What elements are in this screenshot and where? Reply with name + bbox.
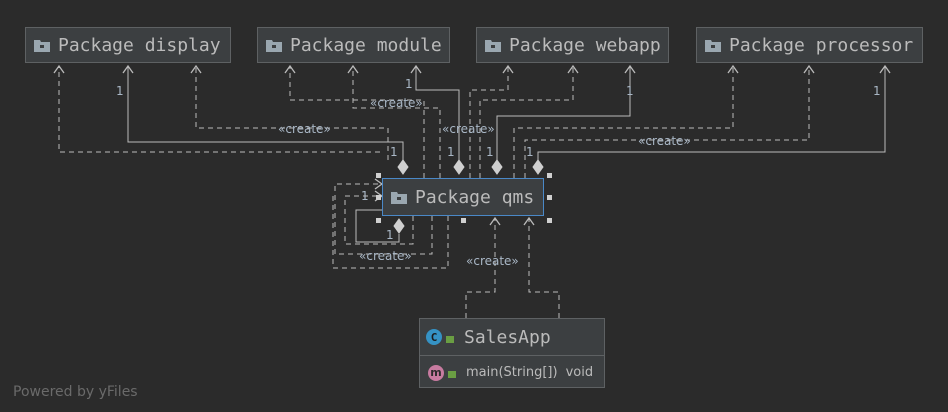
method-return-type: void	[565, 365, 594, 380]
edge-qms-display-create-2	[195, 66, 389, 160]
arrowhead	[523, 216, 535, 226]
package-module-node[interactable]: Package module	[257, 27, 450, 63]
edge-qms-module-create	[289, 66, 425, 178]
package-webapp-label: Package webapp	[509, 34, 661, 56]
edge-label-create: «create»	[466, 254, 519, 268]
package-qms-label: Package qms	[415, 186, 535, 208]
multiplicity-label: 1	[405, 77, 413, 91]
method-icon: m	[428, 364, 444, 381]
edge-qms-module-assoc	[415, 66, 460, 166]
arrowhead	[879, 64, 891, 74]
folder-icon	[705, 39, 721, 52]
selection-handle[interactable]	[376, 195, 381, 200]
arrowhead	[489, 216, 501, 226]
selection-handle[interactable]	[376, 218, 381, 223]
arrowhead	[347, 64, 359, 74]
arrowhead	[803, 64, 815, 74]
multiplicity-label: 1	[361, 189, 369, 203]
multiplicity-label: 1	[390, 145, 398, 159]
edge-label-create: «create»	[638, 134, 691, 148]
self-loop-create-inner	[344, 195, 414, 245]
edge-qms-webapp-create	[469, 66, 509, 178]
edge-qms-display-assoc	[127, 66, 404, 166]
arrowhead	[53, 64, 65, 74]
package-processor-node[interactable]: Package processor	[696, 27, 923, 63]
salesapp-class-name: SalesApp	[464, 326, 551, 348]
selection-handle[interactable]	[547, 218, 552, 223]
package-display-label: Package display	[58, 34, 221, 56]
selection-handle[interactable]	[547, 195, 552, 200]
composition-diamond	[397, 159, 409, 175]
edge-label-create: «create»	[442, 122, 495, 136]
multiplicity-label: 1	[486, 145, 494, 159]
class-icon: C	[426, 329, 442, 345]
package-webapp-node[interactable]: Package webapp	[476, 27, 669, 63]
composition-diamond	[491, 159, 503, 175]
folder-icon	[391, 191, 407, 204]
lock-icon	[448, 371, 456, 378]
multiplicity-label: 1	[116, 84, 124, 98]
salesapp-class-node[interactable]: C SalesApp m main(String[]) void	[419, 318, 605, 388]
folder-icon	[485, 39, 501, 52]
multiplicity-label: 1	[447, 145, 455, 159]
edge-salesapp-qms-create-2	[528, 218, 560, 318]
self-loop-assoc	[355, 209, 400, 243]
arrowhead	[624, 64, 636, 74]
multiplicity-label: 1	[626, 84, 634, 98]
edge-label-create: «create»	[278, 122, 331, 136]
edge-qms-webapp-create-2	[479, 66, 574, 178]
self-loop-create-outer	[334, 183, 433, 255]
edge-qms-processor-assoc	[537, 66, 886, 166]
package-qms-node[interactable]: Package qms	[382, 178, 544, 216]
composition-diamond	[453, 159, 465, 175]
folder-icon	[34, 39, 50, 52]
composition-diamond	[393, 218, 405, 234]
edge-qms-display-create	[58, 66, 380, 153]
arrowhead	[410, 64, 422, 74]
lock-icon	[446, 335, 454, 343]
selection-handle[interactable]	[547, 173, 552, 178]
salesapp-class-header[interactable]: C SalesApp	[420, 319, 604, 356]
salesapp-method-row[interactable]: m main(String[]) void	[420, 356, 604, 389]
arrowhead	[567, 64, 579, 74]
edge-label-create: «create»	[359, 249, 412, 263]
edge-qms-module-create-2	[352, 66, 441, 178]
multiplicity-label: 1	[873, 84, 881, 98]
package-display-node[interactable]: Package display	[25, 27, 231, 63]
self-loop-create-outer-2	[332, 196, 449, 269]
edge-salesapp-qms-create	[465, 218, 496, 318]
arrowhead	[502, 64, 514, 74]
edge-label-create: «create»	[370, 96, 423, 110]
package-module-label: Package module	[290, 34, 442, 56]
arrowhead	[190, 64, 202, 74]
edge-qms-webapp-assoc	[496, 66, 631, 166]
folder-icon	[266, 39, 282, 52]
package-processor-label: Package processor	[729, 34, 914, 56]
edge-qms-processor-create	[513, 66, 734, 178]
composition-diamond	[532, 159, 544, 175]
powered-by-watermark: Powered by yFiles	[13, 384, 138, 400]
arrowhead	[284, 64, 296, 74]
multiplicity-label: 1	[386, 228, 394, 242]
selection-handle[interactable]	[376, 173, 381, 178]
selection-handle[interactable]	[461, 218, 466, 223]
arrowhead	[727, 64, 739, 74]
method-signature: main(String[])	[466, 365, 558, 380]
arrowhead	[122, 64, 134, 74]
multiplicity-label: 1	[526, 145, 534, 159]
edge-qms-processor-create-2	[524, 66, 810, 178]
